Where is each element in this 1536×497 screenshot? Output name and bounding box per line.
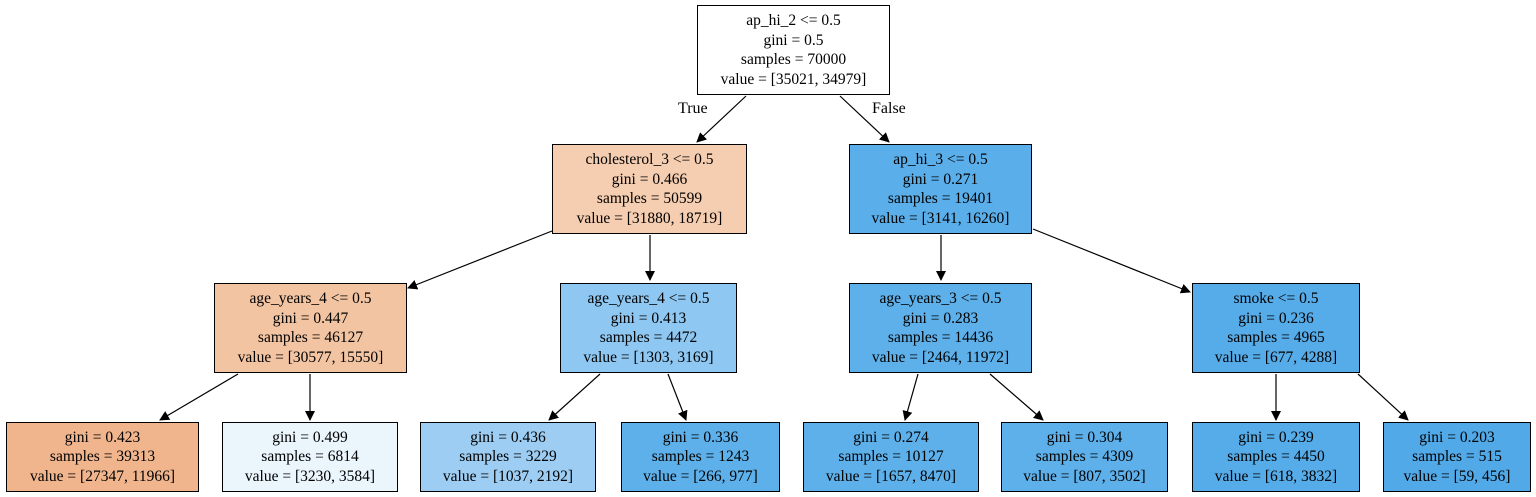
edge-n3-l1 xyxy=(159,373,239,421)
edge-n6-l8 xyxy=(1357,373,1409,421)
value-label: value = [30577, 15550] xyxy=(237,348,384,366)
samples-label: samples = 6814 xyxy=(261,448,359,466)
edge-root-n2 xyxy=(839,95,890,143)
gini-label: gini = 0.336 xyxy=(662,428,739,446)
samples-label: samples = 39313 xyxy=(49,448,156,466)
node-age-years-3: age_years_3 <= 0.5 gini = 0.283 samples … xyxy=(849,283,1032,373)
leaf-3: gini = 0.436 samples = 3229 value = [103… xyxy=(420,422,596,492)
gini-label: gini = 0.203 xyxy=(1419,428,1495,446)
node-age-years-4-right: age_years_4 <= 0.5 gini = 0.413 samples … xyxy=(560,283,737,373)
gini-label: gini = 0.499 xyxy=(272,428,348,446)
split-label: ap_hi_2 <= 0.5 xyxy=(746,12,841,29)
value-label: value = [266, 977] xyxy=(643,467,758,485)
gini-label: gini = 0.239 xyxy=(1238,428,1314,446)
node-smoke: smoke <= 0.5 gini = 0.236 samples = 4965… xyxy=(1192,283,1360,373)
value-label: value = [3230, 3584] xyxy=(244,467,376,485)
leaf-2: gini = 0.499 samples = 6814 value = [323… xyxy=(222,422,398,492)
gini-label: gini = 0.274 xyxy=(853,428,929,446)
gini-label: gini = 0.466 xyxy=(611,170,688,188)
edge-n1-n3 xyxy=(407,230,553,290)
gini-label: gini = 0.283 xyxy=(902,309,979,327)
leaf-7: gini = 0.239 samples = 4450 value = [618… xyxy=(1192,422,1360,492)
gini-label: gini = 0.413 xyxy=(610,309,687,327)
edge-label-false: False xyxy=(872,100,906,117)
edge-label-true: True xyxy=(678,100,708,117)
samples-label: samples = 4472 xyxy=(599,329,698,346)
split-label: cholesterol_3 <= 0.5 xyxy=(585,151,714,168)
split-label: smoke <= 0.5 xyxy=(1233,290,1319,307)
gini-label: gini = 0.436 xyxy=(470,428,546,446)
node-root: ap_hi_2 <= 0.5 gini = 0.5 samples = 7000… xyxy=(697,5,890,95)
node-cholesterol-3: cholesterol_3 <= 0.5 gini = 0.466 sample… xyxy=(552,144,747,234)
gini-label: gini = 0.271 xyxy=(902,170,979,188)
split-label: age_years_3 <= 0.5 xyxy=(879,290,1002,307)
value-label: value = [35021, 34979] xyxy=(720,70,867,88)
samples-label: samples = 4309 xyxy=(1035,448,1134,466)
leaf-8: gini = 0.203 samples = 515 value = [59, … xyxy=(1383,422,1531,492)
value-label: value = [2464, 11972] xyxy=(871,348,1010,366)
leaf-6: gini = 0.304 samples = 4309 value = [807… xyxy=(1001,422,1168,492)
samples-label: samples = 4450 xyxy=(1227,448,1325,466)
gini-label: gini = 0.304 xyxy=(1046,428,1123,446)
gini-label: gini = 0.5 xyxy=(763,31,824,49)
samples-label: samples = 19401 xyxy=(887,190,994,207)
edge-root-n1 xyxy=(696,95,747,143)
value-label: value = [1037, 2192] xyxy=(442,467,574,485)
gini-label: gini = 0.236 xyxy=(1238,309,1314,327)
gini-label: gini = 0.423 xyxy=(64,428,141,446)
node-age-years-4-left: age_years_4 <= 0.5 gini = 0.447 samples … xyxy=(214,283,407,373)
samples-label: samples = 515 xyxy=(1412,448,1502,466)
edge-n5-l5 xyxy=(902,373,919,421)
edge-n2-n6 xyxy=(1032,228,1191,294)
edge-n4-l3 xyxy=(548,373,601,421)
samples-label: samples = 14436 xyxy=(887,329,994,346)
node-ap-hi-3: ap_hi_3 <= 0.5 gini = 0.271 samples = 19… xyxy=(849,144,1032,234)
split-label: age_years_4 <= 0.5 xyxy=(587,290,710,307)
value-label: value = [677, 4288] xyxy=(1214,348,1338,366)
split-label: age_years_4 <= 0.5 xyxy=(249,290,372,307)
value-label: value = [27347, 11966] xyxy=(29,467,176,485)
gini-label: gini = 0.447 xyxy=(272,309,349,327)
samples-label: samples = 10127 xyxy=(838,448,944,466)
edge-n5-l6 xyxy=(989,373,1044,421)
leaf-4: gini = 0.336 samples = 1243 value = [266… xyxy=(621,422,780,492)
value-label: value = [3141, 16260] xyxy=(871,209,1010,227)
samples-label: samples = 70000 xyxy=(740,51,847,68)
value-label: value = [1657, 8470] xyxy=(825,467,957,485)
value-label: value = [1303, 3169] xyxy=(583,348,714,366)
value-label: value = [618, 3832] xyxy=(1214,467,1338,485)
samples-label: samples = 4965 xyxy=(1227,329,1325,346)
samples-label: samples = 1243 xyxy=(651,448,750,466)
value-label: value = [59, 456] xyxy=(1403,467,1511,485)
leaf-1: gini = 0.423 samples = 39313 value = [27… xyxy=(6,422,199,492)
edge-n4-l4 xyxy=(667,373,688,421)
samples-label: samples = 50599 xyxy=(596,190,703,207)
samples-label: samples = 46127 xyxy=(257,329,364,346)
leaf-5: gini = 0.274 samples = 10127 value = [16… xyxy=(803,422,979,492)
split-label: ap_hi_3 <= 0.5 xyxy=(893,151,988,168)
value-label: value = [807, 3502] xyxy=(1023,467,1146,485)
samples-label: samples = 3229 xyxy=(459,448,557,466)
value-label: value = [31880, 18719] xyxy=(576,209,723,227)
